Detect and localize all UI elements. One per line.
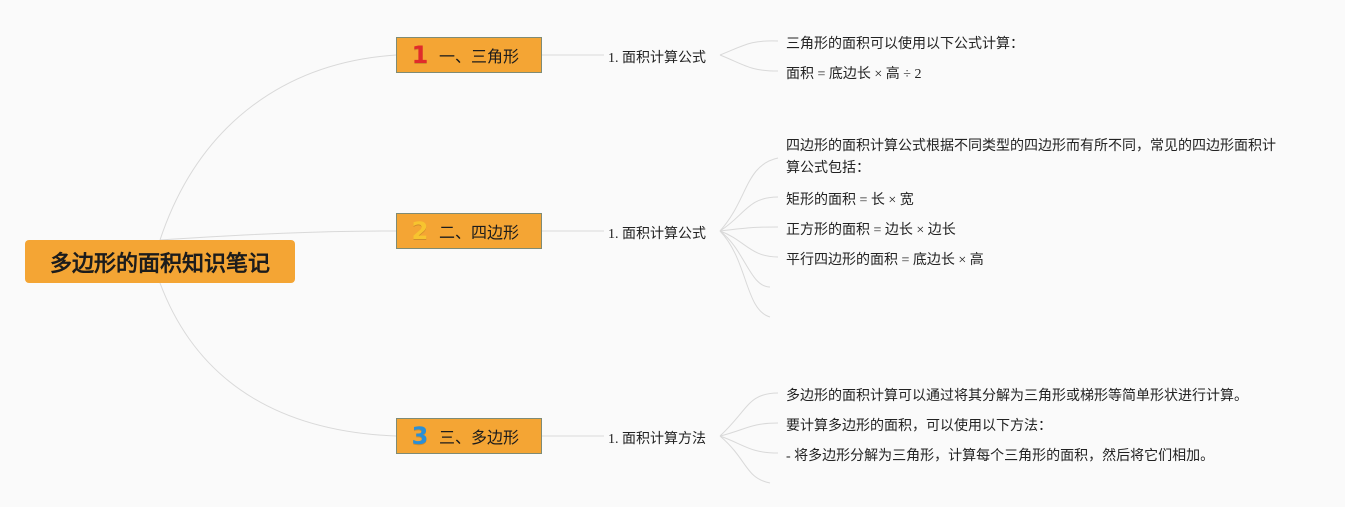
leaf-square-formula[interactable]: 正方形的面积 = 边长 × 边长 [786, 223, 956, 238]
leaf-polygon-decompose[interactable]: - 将多边形分解为三角形，计算每个三角形的面积，然后将它们相加。 [786, 449, 1215, 464]
subtopic-triangle-formula[interactable]: 1. 面积计算公式 [608, 51, 706, 66]
sub-1-to-leaf-1-connector [719, 40, 779, 56]
branch-label: 一、三角形 [439, 47, 520, 66]
branch-quadrilateral[interactable]: 2 二、四边形 [396, 213, 542, 249]
branch-triangle[interactable]: 1 一、三角形 [396, 37, 542, 73]
leaf-triangle-formula[interactable]: 面积 = 底边长 × 高 ÷ 2 [786, 67, 922, 82]
sub-2-to-leaf-2-connector [719, 196, 779, 232]
leaf-polygon-method-intro[interactable]: 要计算多边形的面积，可以使用以下方法： [786, 419, 1052, 434]
subtopic-quadrilateral-formula[interactable]: 1. 面积计算公式 [608, 227, 706, 242]
sub-2-to-leaf-1-connector [719, 157, 779, 232]
sub-2-to-leaf-5-connector [719, 230, 771, 288]
number-two-icon: 2 [411, 217, 429, 245]
number-one-icon: 1 [411, 41, 429, 69]
central-topic[interactable]: 多边形的面积知识笔记 [25, 240, 295, 283]
sub-3-to-leaf-1-connector [719, 392, 779, 437]
subtopic-polygon-method[interactable]: 1. 面积计算方法 [608, 432, 706, 447]
leaf-quadrilateral-intro[interactable]: 四边形的面积计算公式根据不同类型的四边形而有所不同，常见的四边形面积计算公式包括… [786, 139, 1276, 176]
branch-polygon[interactable]: 3 三、多边形 [396, 418, 542, 454]
branch-label: 三、多边形 [439, 428, 520, 447]
sub-2-to-leaf-4-connector [719, 230, 779, 258]
root-to-branch-1-connector [159, 54, 397, 241]
sub-1-to-leaf-2-connector [719, 54, 779, 72]
leaf-polygon-intro[interactable]: 多边形的面积计算可以通过将其分解为三角形或梯形等简单形状进行计算。 [786, 389, 1248, 404]
sub-3-to-leaf-2-connector [719, 422, 779, 437]
leaf-rectangle-formula[interactable]: 矩形的面积 = 长 × 宽 [786, 193, 914, 208]
leaf-parallelogram-formula[interactable]: 平行四边形的面积 = 底边长 × 高 [786, 253, 984, 268]
number-three-icon: 3 [411, 422, 429, 450]
leaf-triangle-intro[interactable]: 三角形的面积可以使用以下公式计算： [786, 37, 1024, 52]
root-to-branch-3-connector [159, 282, 397, 437]
sub-2-to-leaf-3-connector [719, 226, 779, 232]
root-to-branch-2-connector [159, 230, 397, 241]
sub-2-to-leaf-6-connector [719, 230, 771, 318]
sub-3-to-leaf-3-connector [719, 435, 779, 454]
sub-3-to-leaf-4-connector [719, 435, 771, 484]
branch-label: 二、四边形 [439, 223, 520, 242]
